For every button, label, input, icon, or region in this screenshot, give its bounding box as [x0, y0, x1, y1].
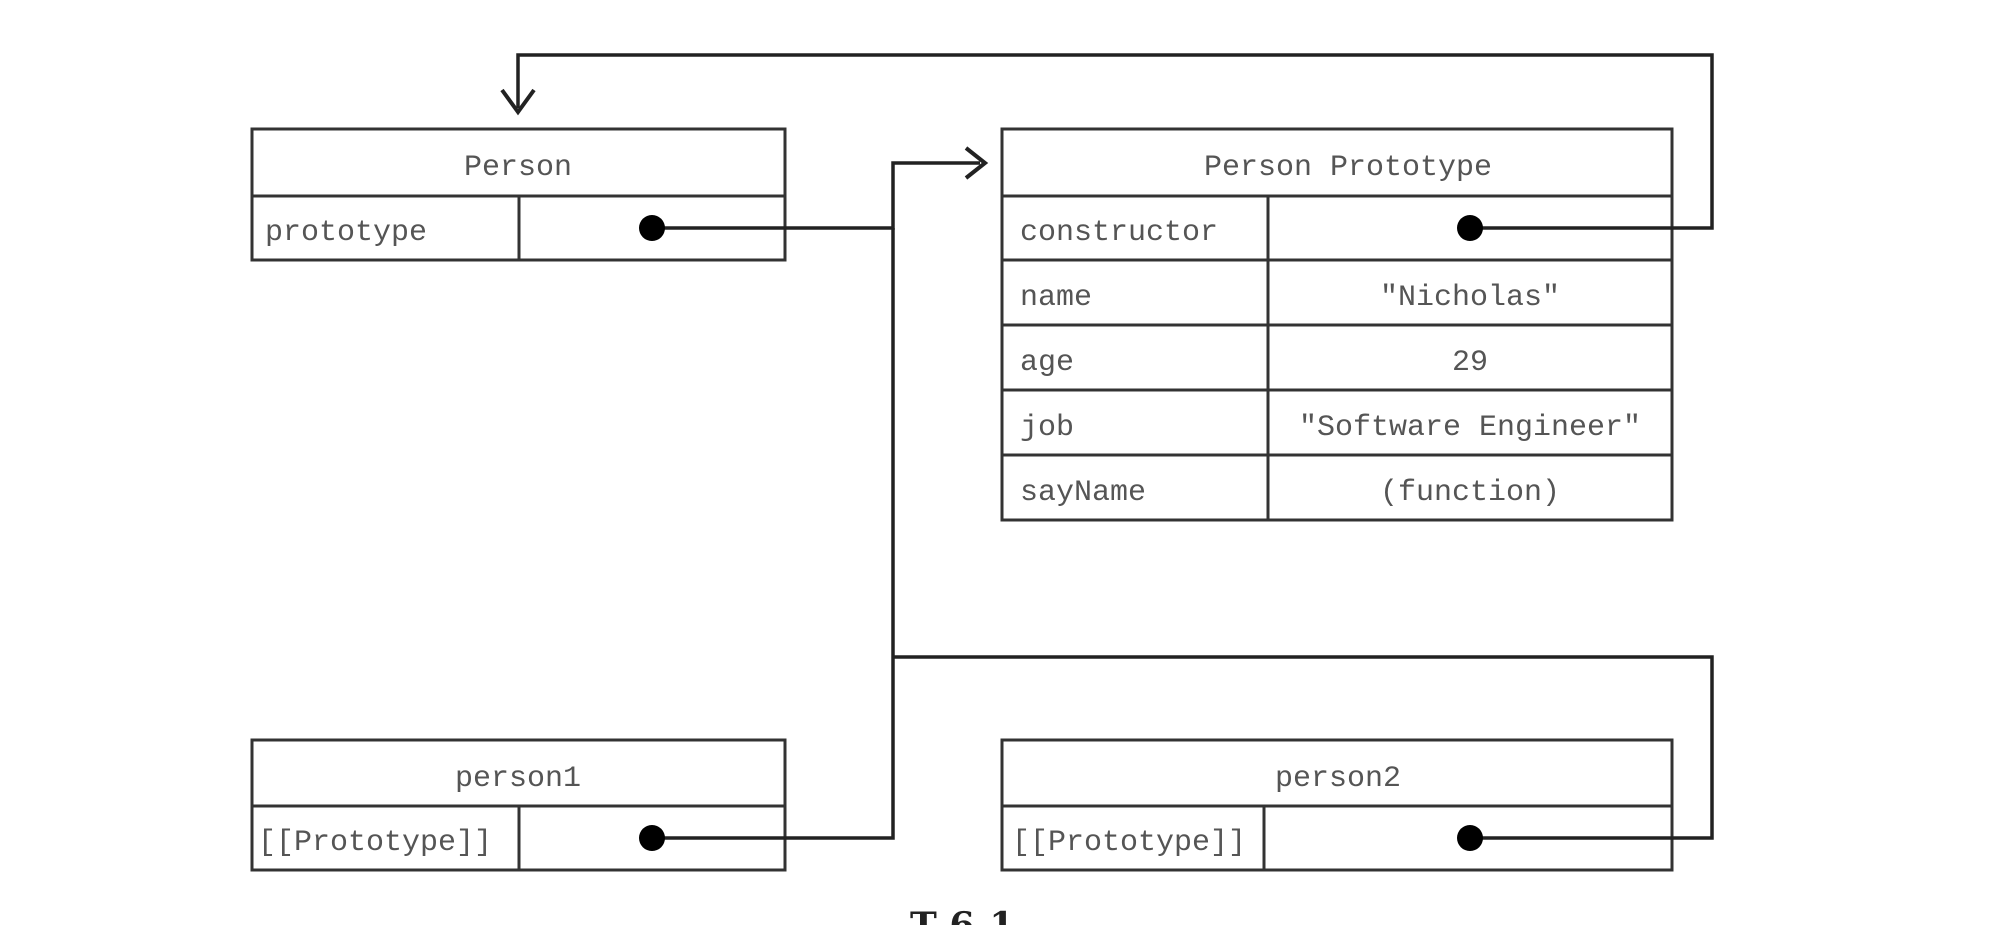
constructor-pointer-dot-icon: [1457, 215, 1483, 241]
proto-row-value: (function): [1380, 476, 1560, 510]
person1-pointer-dot-icon: [639, 825, 665, 851]
constructor-to-person-connector: [516, 53, 1714, 230]
person2-box: person2 [[Prototype]]: [1000, 738, 1674, 872]
person2-to-prototype-connector: [893, 655, 1714, 840]
person-prototype-arrowhead-icon: [964, 146, 989, 180]
proto-row-key: name: [1020, 281, 1092, 315]
person-to-prototype-connector: [652, 161, 980, 230]
person1-to-prototype-connector: [652, 228, 895, 840]
person-prototype-pointer-dot-icon: [639, 215, 665, 241]
proto-row-value: "Software Engineer": [1299, 411, 1641, 445]
person-arrowhead-icon: [500, 88, 536, 116]
person2-prototype-key: [[Prototype]]: [1012, 826, 1246, 860]
person-box: Person prototype: [250, 127, 787, 262]
person1-prototype-key: [[Prototype]]: [258, 826, 492, 860]
proto-row-key: job: [1020, 411, 1074, 445]
person2-pointer-dot-icon: [1457, 825, 1483, 851]
person2-box-title: person2: [1275, 762, 1401, 796]
proto-row-value: "Nicholas": [1380, 281, 1560, 315]
person-prototype-box: Person Prototype constructor name "Nicho…: [1000, 127, 1674, 522]
proto-row-value: 29: [1452, 346, 1488, 380]
person1-box-title: person1: [455, 762, 581, 796]
figure-caption: T 6-1: [910, 905, 1014, 925]
proto-row-key: constructor: [1020, 216, 1218, 250]
person-prototype-key: prototype: [265, 216, 427, 250]
person-box-title: Person: [464, 151, 572, 185]
person-prototype-box-title: Person Prototype: [1204, 151, 1492, 185]
proto-row-key: sayName: [1020, 476, 1146, 510]
proto-row-key: age: [1020, 346, 1074, 380]
person1-box: person1 [[Prototype]]: [250, 738, 787, 872]
